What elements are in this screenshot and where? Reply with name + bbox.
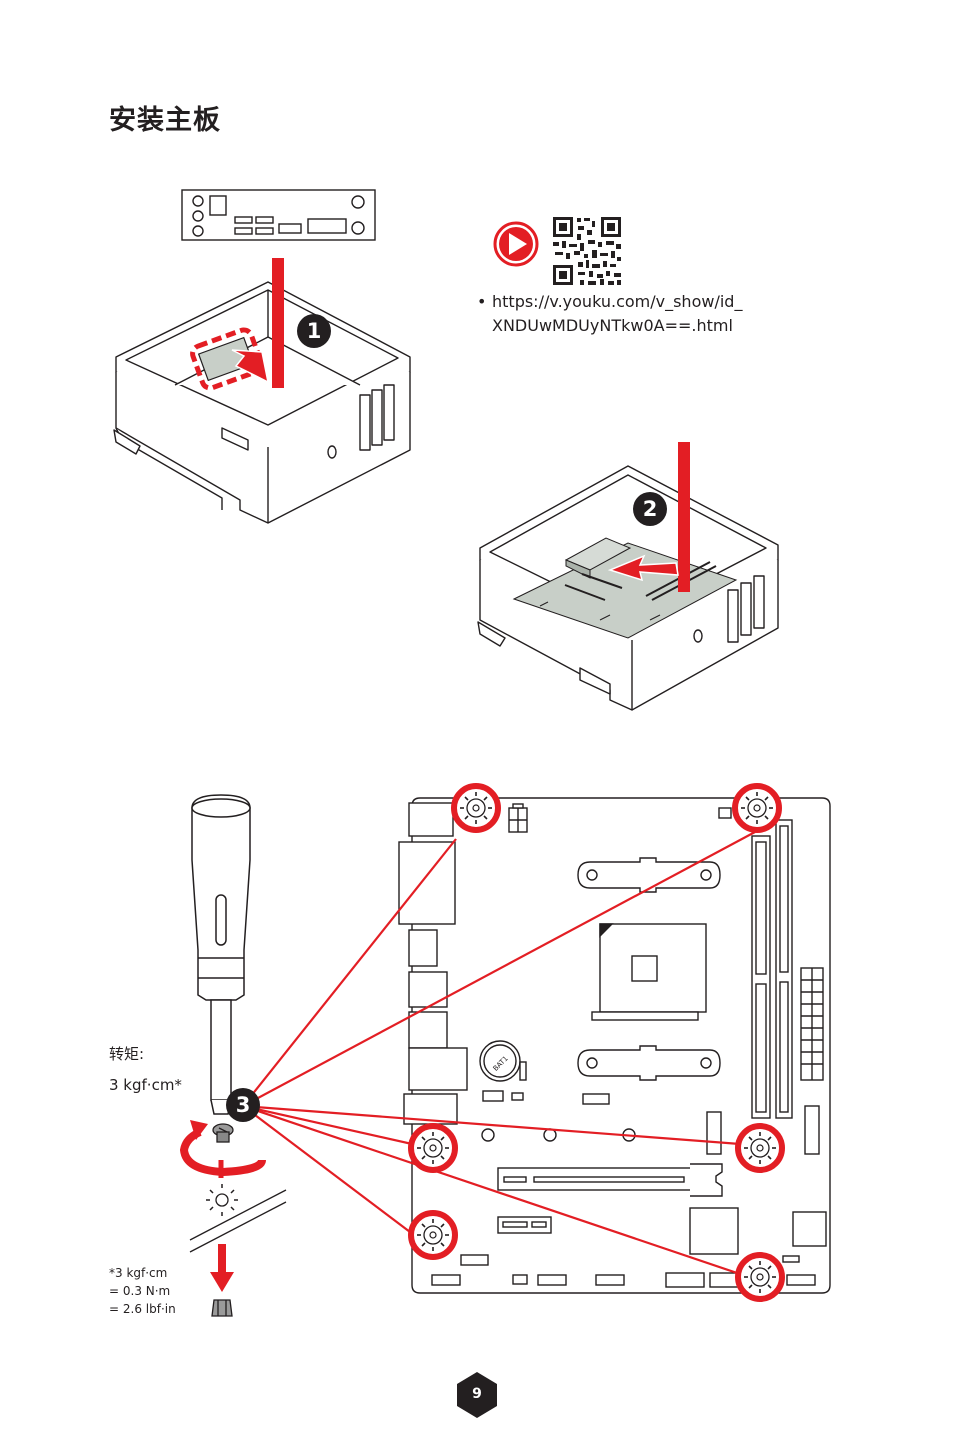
footnote-line1: *3 kgf·cm: [109, 1266, 168, 1280]
page-number-badge: [457, 1372, 497, 1418]
chassis-hole: [189, 1184, 287, 1253]
screw-icon: [212, 1123, 234, 1143]
standoff-icon: [211, 1299, 233, 1317]
qr-code-icon: [552, 216, 622, 286]
screw-hole-2: [735, 786, 779, 830]
play-icon: [493, 221, 539, 267]
screwdriver-icon: [191, 794, 251, 1115]
footnote-line3: = 2.6 lbf·in: [109, 1302, 176, 1316]
io-shield: [181, 189, 376, 241]
step1-number: 1: [307, 319, 322, 343]
video-url-line1[interactable]: https://v.youku.com/v_show/id_: [492, 292, 743, 311]
arrow-down-step2: [678, 442, 690, 592]
step3-number: 3: [236, 1093, 251, 1117]
video-url-line2[interactable]: XNDUwMDUyNTkw0A==.html: [492, 316, 733, 335]
screw-hole-6: [738, 1255, 782, 1299]
footnote-line2: = 0.3 N·m: [109, 1284, 171, 1298]
motherboard-layout: [398, 797, 831, 1294]
torque-value: 3 kgf·cm*: [109, 1076, 182, 1094]
screw-hole-5: [411, 1213, 455, 1257]
page-title: 安装主板: [109, 105, 221, 136]
step3-badge: [226, 1088, 260, 1122]
arrow-down-step1: [272, 258, 284, 388]
screw-hole-4: [738, 1126, 782, 1170]
torque-label: 转矩:: [109, 1045, 145, 1063]
rotate-arrow-icon: [179, 1128, 266, 1177]
down-arrow-icon: [210, 1244, 234, 1292]
step2-number: 2: [643, 497, 658, 521]
screw-lines: [242, 831, 756, 1276]
torque-footnote: *3 kgf·cm = 0.3 N·m = 2.6 lbf·in: [109, 1264, 176, 1318]
screw-hole-3: [411, 1126, 455, 1170]
page-number: 9: [472, 1386, 482, 1402]
screw-hole-1: [454, 786, 498, 830]
case-step1: [113, 281, 411, 524]
step2-badge: [633, 492, 667, 526]
bullet: •: [477, 292, 487, 311]
step1-badge: [297, 314, 331, 348]
io-slot-highlight: [190, 327, 264, 391]
